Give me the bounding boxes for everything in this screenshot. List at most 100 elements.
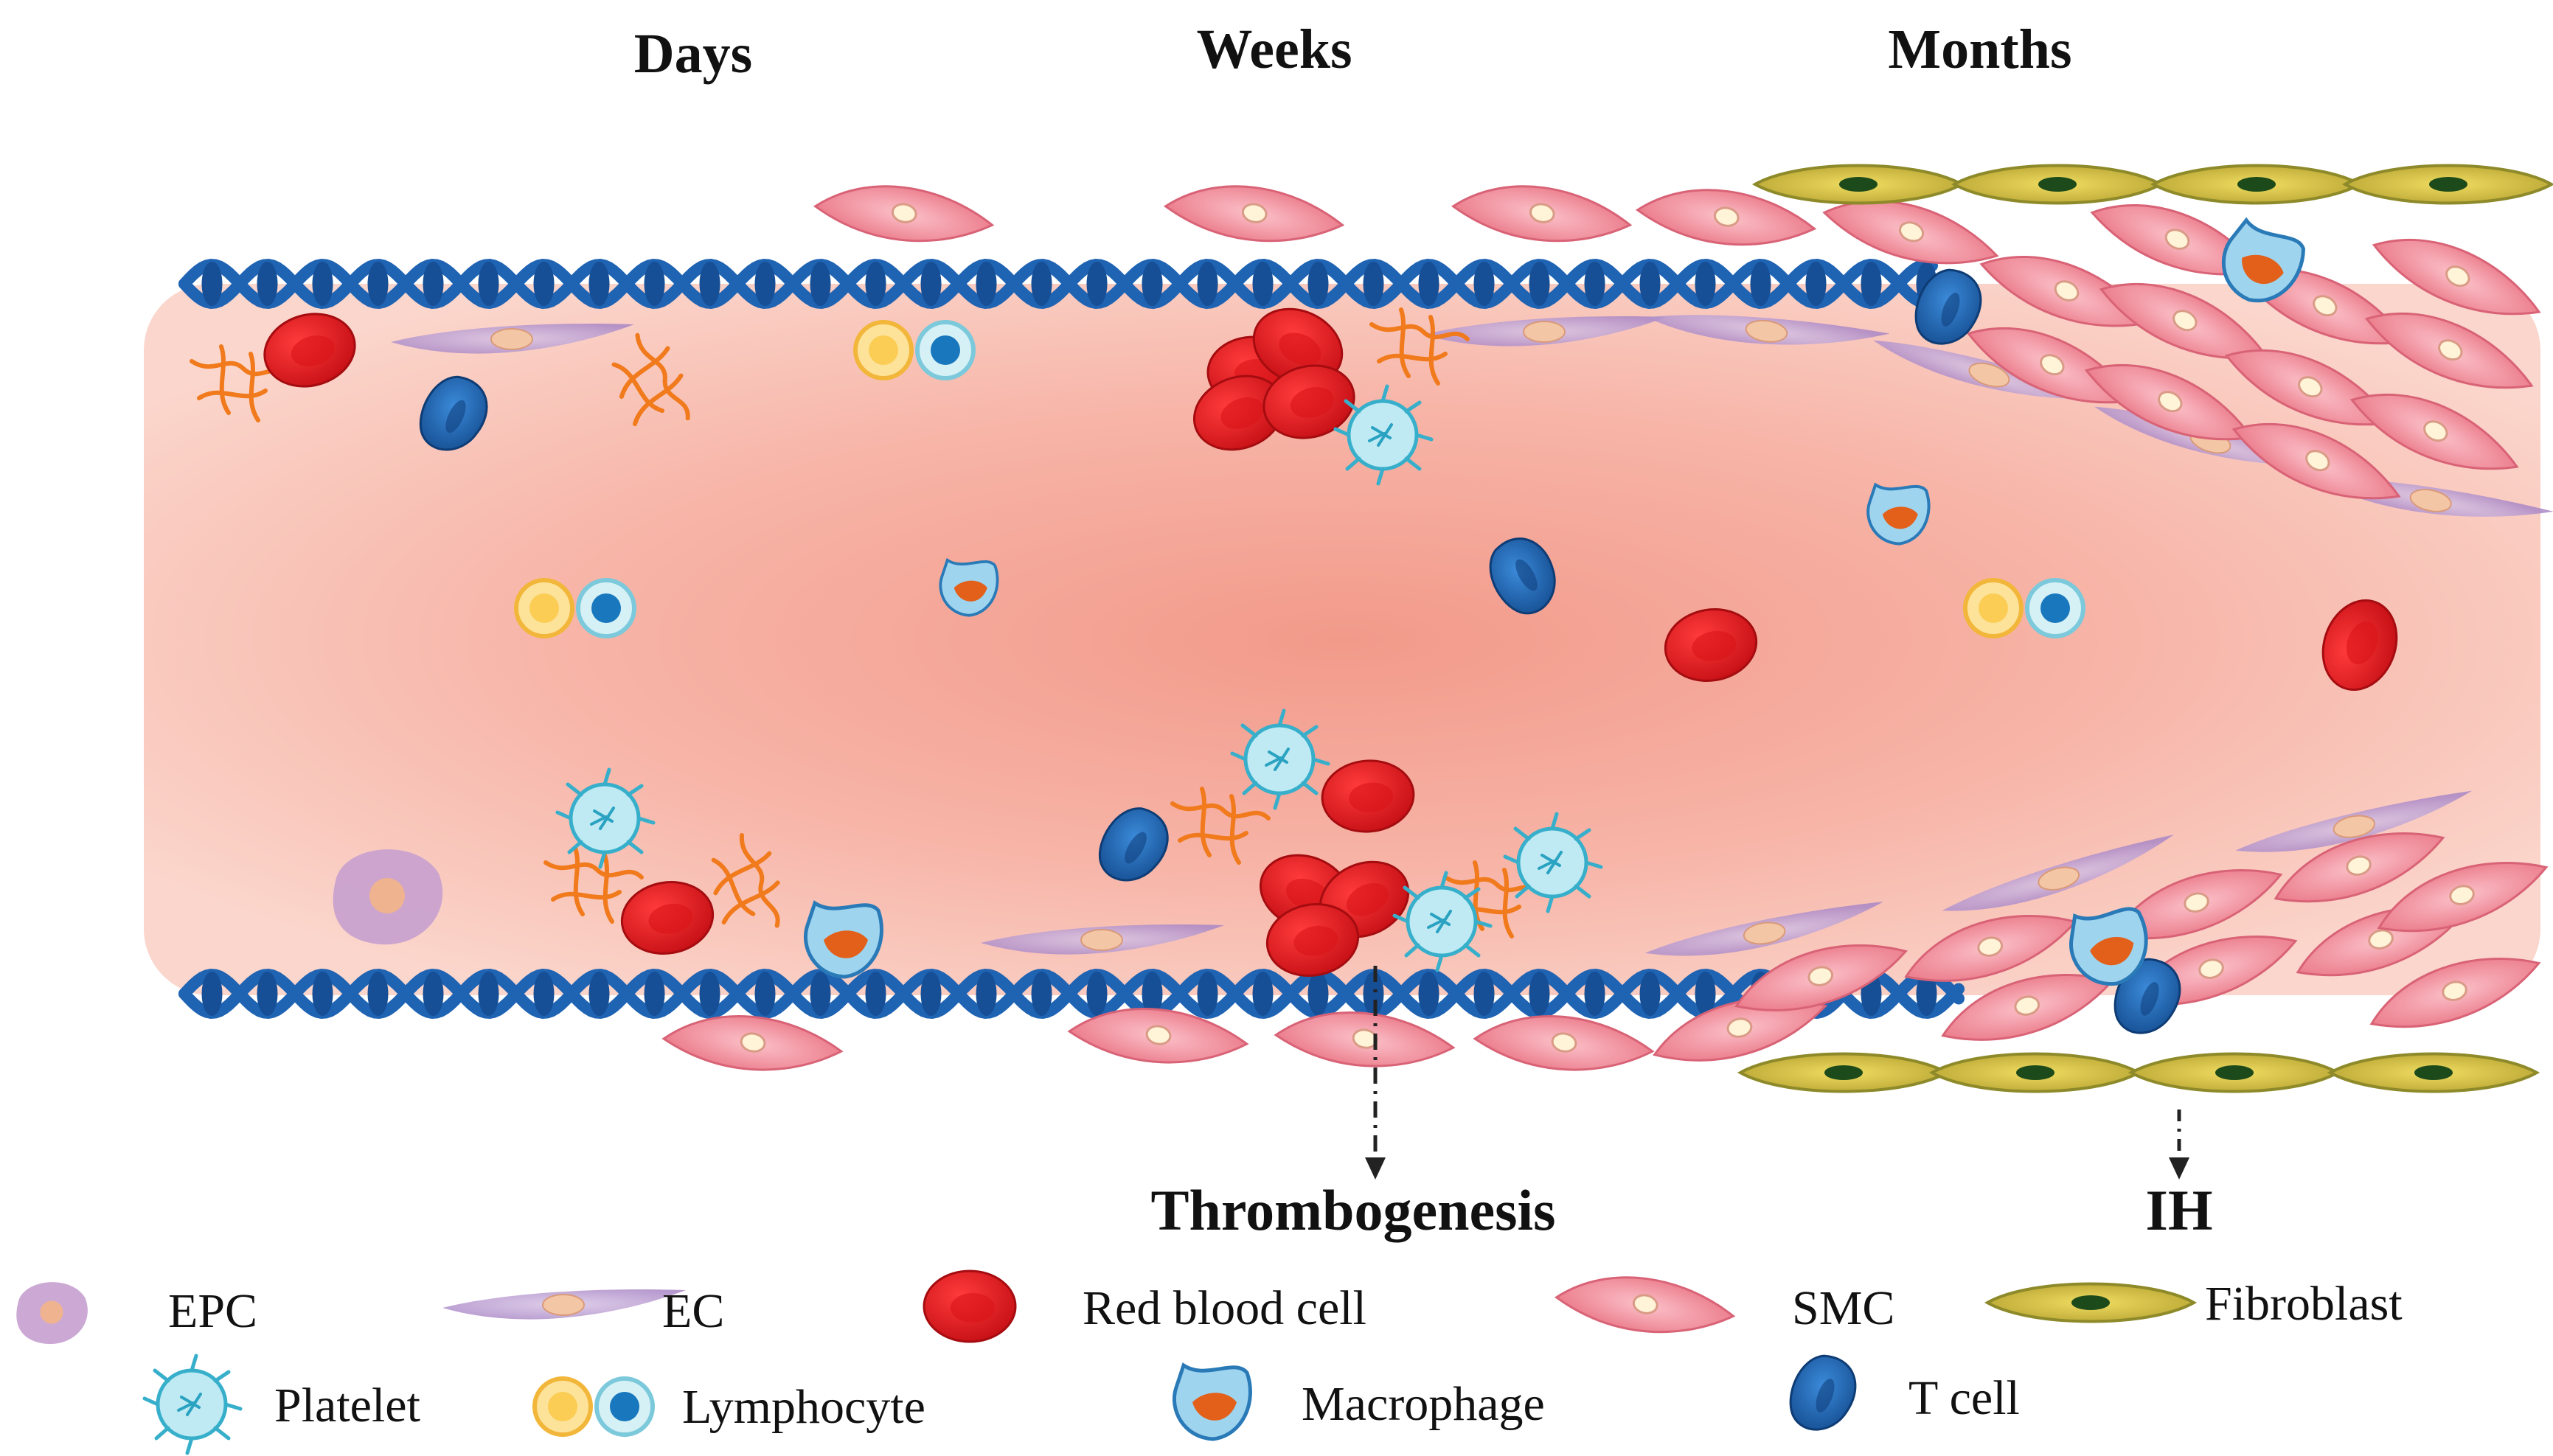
helix-twist	[1142, 972, 1163, 1016]
helix-twist	[367, 262, 389, 306]
legend-label: Red blood cell	[1083, 1281, 1366, 1335]
helix-twist	[533, 262, 555, 306]
helix-strand	[178, 969, 1965, 1019]
epc-icon	[16, 1282, 88, 1345]
legend-label: Lymphocyte	[682, 1380, 925, 1434]
helix-twist	[423, 972, 444, 1016]
helix-twist	[588, 262, 610, 306]
legend-label: T cell	[1908, 1371, 2020, 1425]
legend-item-macrophage: Macrophage	[1174, 1365, 1545, 1439]
helix-twist	[478, 972, 499, 1016]
t-cell-icon	[1780, 1346, 1866, 1441]
helix-twist	[201, 262, 223, 306]
helix-twist	[1086, 972, 1108, 1016]
legend-item-epc: EPC	[16, 1282, 257, 1345]
helix-strand	[178, 259, 1938, 309]
helix-twist	[1861, 262, 1882, 306]
helix-twist	[754, 972, 776, 1016]
legend-item-fibroblast: Fibroblast	[1986, 1277, 2403, 1331]
lymphocyte-icon	[535, 1379, 653, 1435]
helix-twist	[920, 972, 942, 1016]
helix-twist	[1086, 262, 1108, 306]
vessel-wall-bottom	[178, 969, 1965, 1019]
helix-twist	[1750, 262, 1771, 306]
helix-twist	[1473, 972, 1495, 1016]
helix-twist	[1307, 262, 1329, 306]
outcome-arrows	[1365, 966, 2189, 1180]
helix-twist	[1529, 972, 1550, 1016]
smc-icon	[1552, 1259, 1739, 1351]
helix-twist	[367, 972, 389, 1016]
timeline-label-days: Days	[634, 23, 752, 85]
timeline-label-weeks: Weeks	[1196, 18, 1352, 80]
macrophage-icon	[1174, 1365, 1250, 1439]
helix-twist	[976, 262, 997, 306]
helix-twist	[1916, 972, 1937, 1016]
helix-twist	[1418, 262, 1439, 306]
helix-twist	[257, 972, 278, 1016]
helix-twist	[976, 972, 997, 1016]
helix-twist	[865, 972, 886, 1016]
helix-twist	[257, 262, 278, 306]
platelet-icon	[145, 1356, 240, 1453]
helix-twist	[644, 262, 665, 306]
red-blood-cell-icon	[923, 1269, 1017, 1343]
legend-label: SMC	[1792, 1281, 1894, 1335]
helix-twist	[201, 972, 223, 1016]
helix-twist	[1142, 262, 1163, 306]
helix-twist	[1252, 972, 1274, 1016]
legend: EPC EC Red blood cell SMC Fibroblast Pla…	[16, 1259, 2403, 1453]
helix-twist	[1473, 262, 1495, 306]
helix-twist	[1529, 262, 1550, 306]
timeline-label-months: Months	[1888, 18, 2071, 80]
helix-twist	[1031, 972, 1052, 1016]
vessel-wall-top	[178, 259, 1938, 309]
fibroblast-icon	[1986, 1282, 2195, 1323]
helix-twist	[699, 972, 720, 1016]
legend-item-ec: EC	[442, 1284, 724, 1338]
helix-twist	[1805, 262, 1827, 306]
helix-twist	[644, 972, 665, 1016]
legend-label: Macrophage	[1302, 1377, 1545, 1431]
helix-twist	[312, 972, 333, 1016]
helix-twist	[1031, 262, 1052, 306]
outcome-ih: IH	[2145, 1178, 2212, 1242]
legend-item-smc: SMC	[1552, 1259, 1894, 1351]
ec-icon	[442, 1289, 687, 1320]
helix-twist	[1197, 262, 1218, 306]
helix-twist	[1639, 262, 1661, 306]
legend-item-red-blood-cell: Red blood cell	[923, 1269, 1366, 1343]
helix-twist	[699, 262, 720, 306]
legend-label: EC	[662, 1284, 724, 1338]
helix-twist	[1639, 972, 1661, 1016]
legend-item-t-cell: T cell	[1780, 1346, 2020, 1441]
legend-label: Platelet	[274, 1379, 420, 1432]
legend-label: Fibroblast	[2205, 1277, 2403, 1331]
helix-twist	[533, 972, 555, 1016]
helix-twist	[1695, 262, 1716, 306]
helix-twist	[865, 262, 886, 306]
helix-twist	[1363, 262, 1384, 306]
helix-twist	[754, 262, 776, 306]
helix-twist	[1584, 972, 1605, 1016]
legend-label: EPC	[168, 1284, 257, 1338]
helix-twist	[1363, 972, 1384, 1016]
helix-twist	[1418, 972, 1439, 1016]
legend-item-platelet: Platelet	[145, 1356, 420, 1453]
helix-twist	[588, 972, 610, 1016]
helix-twist	[920, 262, 942, 306]
helix-twist	[478, 262, 499, 306]
helix-strand	[178, 259, 1938, 309]
helix-twist	[1197, 972, 1218, 1016]
helix-twist	[1695, 972, 1716, 1016]
helix-twist	[1252, 262, 1274, 306]
helix-twist	[1584, 262, 1605, 306]
helix-twist	[810, 972, 831, 1016]
helix-twist	[423, 262, 444, 306]
helix-twist	[312, 262, 333, 306]
legend-item-lymphocyte: Lymphocyte	[535, 1379, 925, 1435]
helix-twist	[810, 262, 831, 306]
vessel-lumen	[144, 284, 2540, 995]
outcome-thrombogenesis: Thrombogenesis	[1151, 1178, 1556, 1242]
